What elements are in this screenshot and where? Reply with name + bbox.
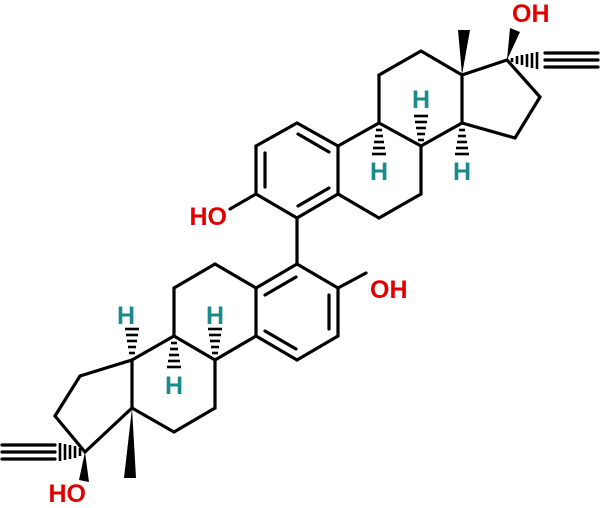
upper-steroid-unit: OH H H xyxy=(190,0,600,231)
upper-c3-oh-bond xyxy=(228,192,258,211)
upper-h9-hash xyxy=(372,128,386,156)
lower-h14-label: H xyxy=(117,302,135,330)
upper-c17-oh-wedge xyxy=(507,28,520,60)
lower-h8-hash xyxy=(167,341,181,369)
lower-c17-hydroxyl-label: HO xyxy=(49,480,87,508)
upper-c17-hydroxyl-label: OH xyxy=(512,0,550,28)
upper-ring-a xyxy=(254,121,340,220)
upper-h14-hash xyxy=(455,128,469,156)
upper-h8-hash xyxy=(414,114,428,142)
upper-ring-b xyxy=(336,121,423,220)
upper-h8-label: H xyxy=(412,86,430,114)
upper-h9-label: H xyxy=(370,158,388,186)
lower-ring-b xyxy=(172,262,258,362)
lower-methyl-wedge xyxy=(124,408,136,478)
lower-ring-c xyxy=(130,334,217,434)
lower-c3-hydroxyl-label: OH xyxy=(370,276,408,304)
lower-ethynyl-hash xyxy=(58,443,82,461)
lower-h8-label: H xyxy=(165,372,183,400)
upper-ethynyl-triple-bond xyxy=(543,51,600,69)
upper-c3-hydroxyl-label: HO xyxy=(190,203,228,231)
lower-c17-oh-wedge xyxy=(79,452,89,482)
lower-h9-hash xyxy=(208,327,222,355)
upper-ring-c xyxy=(377,49,464,148)
lower-ring-d xyxy=(53,358,134,454)
upper-ring-d xyxy=(460,58,542,140)
lower-h9-label: H xyxy=(206,302,224,330)
lower-steroid-unit: OH HO xyxy=(0,262,408,508)
lower-ring-a xyxy=(254,262,340,362)
lower-ethynyl-triple-bond xyxy=(0,443,57,461)
upper-ethynyl-hash xyxy=(510,52,539,69)
upper-methyl-wedge xyxy=(458,30,470,75)
lower-h14-hash xyxy=(125,327,139,355)
upper-h14-label: H xyxy=(453,158,471,186)
lower-c3-oh-bond xyxy=(336,271,368,290)
